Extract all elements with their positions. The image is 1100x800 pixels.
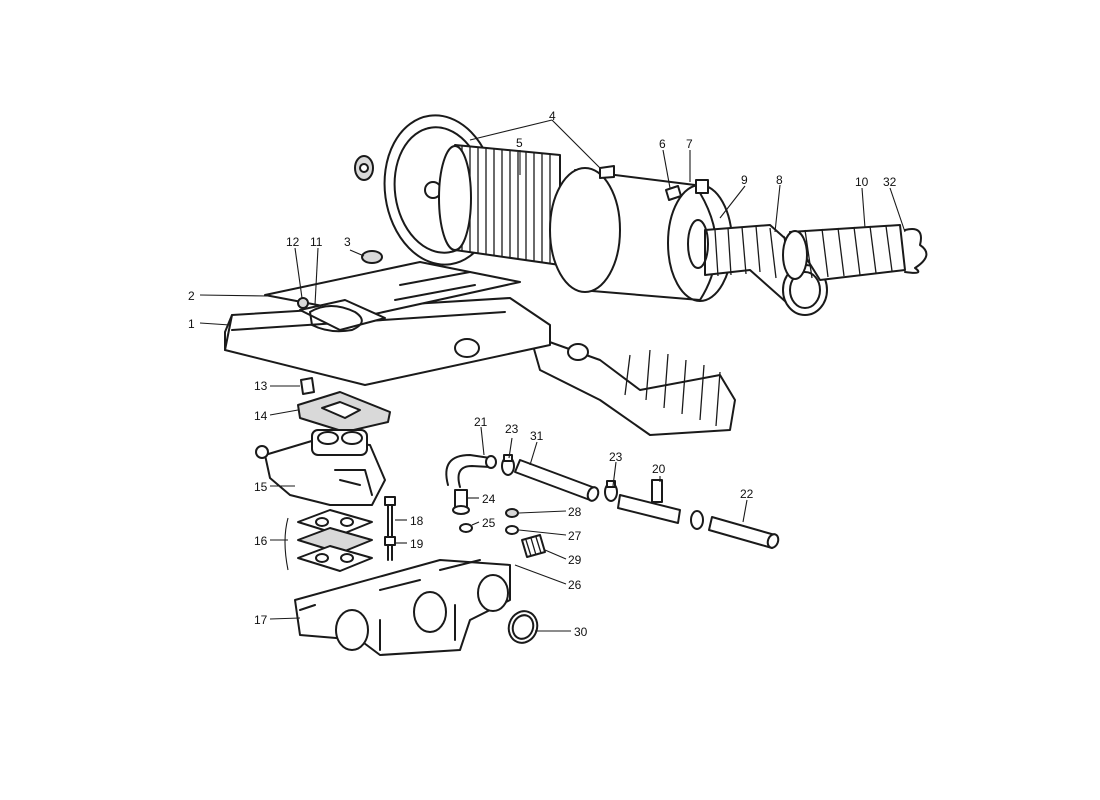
callout-26: 26 [568,578,582,592]
flexible-hose [782,224,906,281]
callout-23a: 23 [505,422,519,436]
callout-7: 7 [686,137,693,151]
intake-plenum-box [224,297,551,386]
callout-31: 31 [530,429,544,443]
callout-30: 30 [574,625,588,639]
intake-manifold [294,559,511,656]
callout-5: 5 [516,136,523,150]
wing-nut [354,155,374,181]
nut-28 [505,508,519,518]
callout-22: 22 [740,487,754,501]
callout-labels: 2 1 3 4 5 6 7 9 8 10 32 11 12 13 14 15 1… [188,109,897,639]
callout-24: 24 [482,492,496,506]
callout-13: 13 [254,379,268,393]
gasket-14 [297,391,391,433]
callout-23b: 23 [609,450,623,464]
callout-3: 3 [344,235,351,249]
intake-duct-hose [529,334,736,436]
callout-27: 27 [568,529,582,543]
washer-25 [459,523,473,533]
hose-clamp-9 [687,219,709,269]
gasket-11 [309,305,363,333]
nut-12 [297,297,309,309]
callout-28: 28 [568,505,582,519]
callout-4: 4 [549,109,556,123]
callout-10: 10 [855,175,869,189]
washer-27 [505,525,519,535]
elbow-pipe [445,454,497,488]
callout-1: 1 [188,317,195,331]
hose-clamp-23a [501,454,515,476]
callout-2: 2 [188,289,195,303]
bush-13 [300,377,315,395]
t-connector [617,479,681,524]
carburettor [255,429,386,506]
plug-29 [521,534,546,558]
callout-21: 21 [474,415,488,429]
rubber-hose-22 [708,516,780,549]
grommet-3 [361,250,383,264]
callout-8: 8 [776,173,783,187]
callout-11: 11 [310,235,323,249]
callout-9: 9 [741,173,748,187]
callout-32: 32 [883,175,897,189]
hose-clip [904,228,928,274]
hose-clamp-22 [690,510,704,530]
filter-element [438,144,561,266]
callout-19: 19 [410,537,424,551]
o-ring-30 [507,610,539,644]
callout-15: 15 [254,480,268,494]
callout-29: 29 [568,553,582,567]
stud-bolt [384,496,396,561]
callout-25: 25 [482,516,496,530]
hose-clamp-23b [604,480,618,502]
callout-6: 6 [659,137,666,151]
callout-20: 20 [652,462,666,476]
rubber-hose-31 [514,459,600,502]
leader-lines [199,119,906,632]
callout-16: 16 [254,534,268,548]
carburettor-gaskets [297,509,373,572]
callout-14: 14 [254,409,268,423]
union-fitting [452,489,470,515]
callout-18: 18 [410,514,424,528]
callout-17: 17 [254,613,268,627]
callout-12: 12 [286,235,300,249]
